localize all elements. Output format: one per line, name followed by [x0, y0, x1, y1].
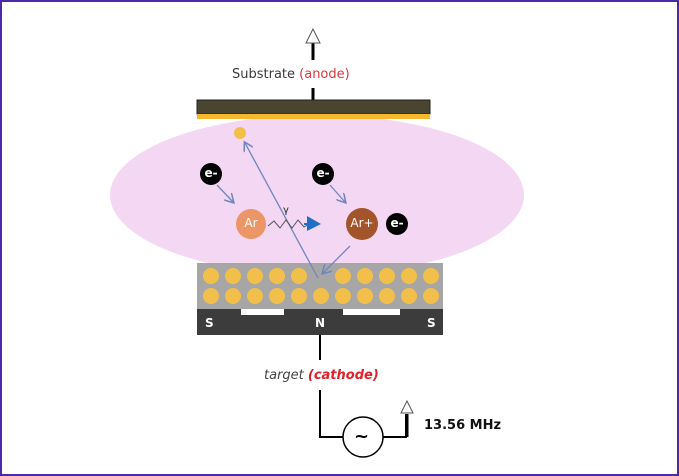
argon-ion — [346, 208, 378, 240]
cathode-text: (cathode) — [307, 368, 379, 383]
magnet-pole-center: N — [315, 316, 326, 330]
magnet-pole-right: S — [427, 316, 436, 330]
target-atom — [357, 288, 373, 304]
target-atom — [203, 268, 219, 284]
target-atoms — [203, 268, 439, 304]
target-text: target — [264, 368, 308, 383]
ion-impact-arrow — [323, 245, 351, 273]
target-atom — [269, 268, 285, 284]
substrate-text: Substrate — [232, 67, 300, 82]
target-atom — [335, 288, 351, 304]
target-atom — [247, 288, 263, 304]
cathode-lead-lower — [319, 390, 344, 438]
photon-arrow-icon — [307, 216, 321, 231]
substrate-plate — [196, 99, 431, 115]
frequency-label: 13.56 MHz — [424, 418, 502, 433]
electron-right — [312, 163, 334, 185]
target-atom — [269, 288, 285, 304]
plasma-region — [110, 115, 524, 275]
target-atom — [379, 288, 395, 304]
target-atom — [247, 268, 263, 284]
target-atom — [291, 288, 307, 304]
magnet-gap-right — [343, 309, 400, 315]
magnet-gap-left — [241, 309, 284, 315]
argon-atom — [236, 209, 266, 239]
target-atom — [423, 268, 439, 284]
magnet-pole-left: S — [205, 316, 214, 330]
sputtered-atom — [234, 127, 246, 139]
electron-right-label: e- — [316, 166, 330, 180]
target-atom — [225, 268, 241, 284]
target-atom — [225, 288, 241, 304]
argon-ion-label: Ar+ — [350, 216, 374, 230]
sputter-trajectory-arrow — [245, 143, 319, 279]
magnet-assembly — [197, 309, 443, 335]
electron-freed-label: e- — [390, 216, 404, 230]
rf-arrow-icon — [400, 399, 414, 414]
target-atom — [401, 268, 417, 284]
substrate-label: Substrate (anode) — [232, 67, 350, 82]
target-atom — [335, 268, 351, 284]
anode-arrow-icon — [305, 27, 321, 44]
electron-arrow-left — [216, 184, 233, 202]
deposited-film — [197, 114, 430, 119]
electron-arrow-right — [329, 184, 345, 202]
argon-label: Ar — [244, 216, 258, 230]
target-atom — [423, 288, 439, 304]
target-atom — [357, 268, 373, 284]
electron-left — [200, 163, 222, 185]
photon-wave — [267, 219, 310, 229]
photon-label: γ — [283, 205, 289, 216]
target-atom — [291, 268, 307, 284]
target-atom — [313, 288, 329, 304]
target-atom — [203, 288, 219, 304]
target-label: target (cathode) — [264, 368, 379, 383]
target-atom — [401, 288, 417, 304]
target-atom — [379, 268, 395, 284]
ac-symbol: ~ — [354, 426, 370, 447]
anode-text: (anode) — [299, 67, 350, 82]
rf-lead — [383, 414, 407, 438]
electron-freed — [386, 213, 408, 235]
electron-left-label: e- — [204, 166, 218, 180]
